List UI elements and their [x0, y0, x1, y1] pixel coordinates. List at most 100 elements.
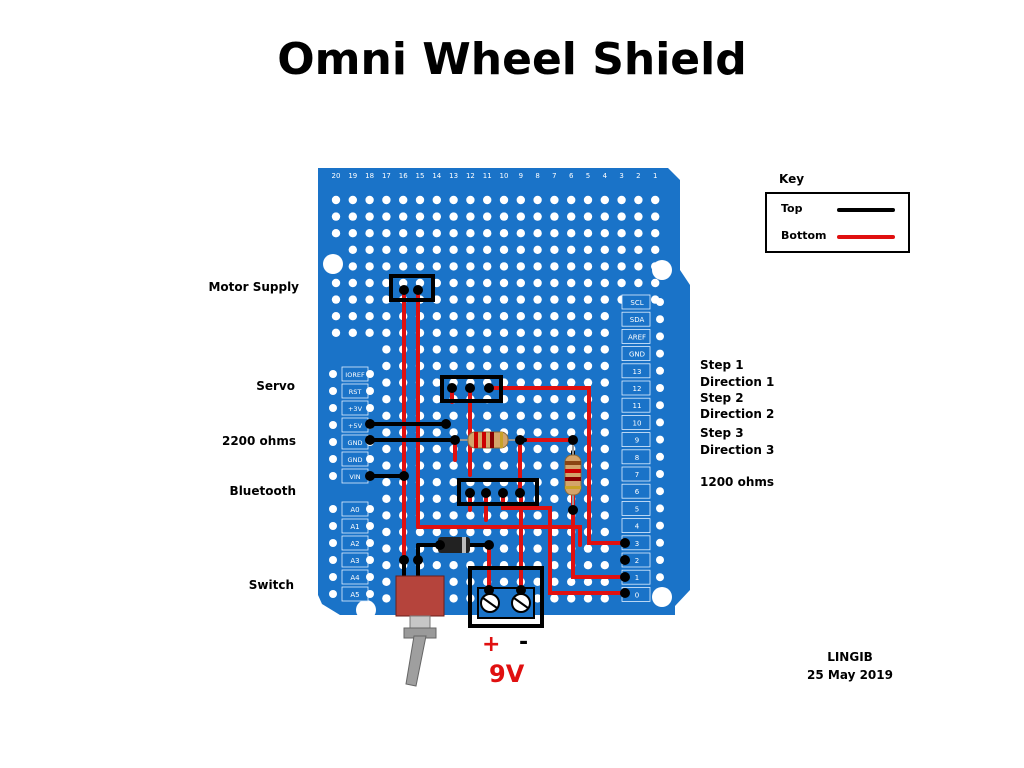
hole [348, 212, 357, 221]
hole [583, 544, 593, 553]
hole [499, 544, 509, 553]
hole [550, 577, 559, 586]
hole [567, 278, 576, 288]
hole [449, 229, 458, 238]
hole [656, 590, 664, 599]
hole [583, 594, 593, 603]
hole [516, 312, 525, 321]
hole [348, 245, 357, 254]
hole [499, 295, 509, 304]
hole [567, 328, 576, 337]
header-pin-label: 2 [635, 557, 639, 565]
hole [499, 328, 509, 337]
hole [656, 401, 664, 410]
hole [516, 195, 525, 205]
hole [656, 332, 664, 341]
header-pin-label: IOREF [345, 371, 365, 379]
hole [600, 411, 609, 420]
solder-joint [481, 488, 491, 498]
hole [656, 384, 664, 392]
hole [651, 212, 660, 221]
hole [348, 195, 357, 205]
hole [550, 278, 559, 288]
hole [583, 262, 593, 271]
hole [499, 245, 509, 254]
hole [499, 229, 509, 238]
hole [583, 361, 593, 371]
hole [533, 295, 542, 304]
hole [331, 328, 341, 337]
label-direction-2: Direction 2 [700, 407, 775, 421]
hole [432, 195, 441, 205]
hole [550, 378, 559, 387]
column-number: 4 [603, 172, 608, 180]
solder-joint [450, 435, 460, 445]
hole [516, 378, 525, 387]
hole [432, 411, 441, 420]
hole [634, 245, 643, 254]
hole [516, 212, 525, 221]
hole [348, 295, 357, 304]
hole [483, 527, 492, 537]
hole [432, 527, 441, 537]
solder-joint [516, 585, 526, 595]
hole [449, 561, 458, 570]
hole [617, 245, 626, 254]
hole [600, 345, 609, 354]
hole [583, 328, 593, 337]
hole [516, 278, 525, 288]
solder-joint [484, 383, 494, 393]
hole [382, 461, 391, 470]
hole [583, 295, 593, 304]
column-number: 1 [653, 172, 657, 180]
hole [432, 428, 441, 437]
hole [550, 511, 559, 520]
hole [329, 556, 337, 564]
solder-joint [365, 435, 375, 445]
hole [550, 411, 559, 420]
hole [365, 312, 374, 321]
hole [656, 418, 664, 427]
hole [483, 245, 492, 254]
hole [533, 428, 542, 437]
column-number: 5 [586, 172, 590, 180]
hole [583, 195, 593, 205]
header-pin-label: GND [348, 456, 363, 464]
hole [483, 461, 492, 470]
hole [466, 245, 475, 254]
hole [466, 229, 475, 238]
hole [533, 511, 542, 520]
hole [600, 278, 609, 288]
label-switch: Switch [248, 578, 294, 592]
hole [516, 361, 525, 371]
hole [583, 245, 593, 254]
hole [600, 577, 609, 586]
header-pin-label: 0 [635, 591, 639, 599]
solder-joint [484, 585, 494, 595]
hole [432, 478, 441, 487]
hole [382, 378, 391, 387]
hole [656, 315, 664, 324]
hole [516, 262, 525, 271]
hole [567, 245, 576, 254]
minus-sign: - [519, 630, 529, 655]
hole [567, 262, 576, 271]
hole [550, 594, 559, 603]
hole [432, 328, 441, 337]
hole [600, 428, 609, 437]
hole [533, 328, 542, 337]
header-pin-box [621, 363, 651, 379]
hole [600, 527, 609, 537]
hole [550, 295, 559, 304]
key-top-label: Top [781, 202, 803, 215]
hole [329, 472, 337, 480]
hole [656, 487, 664, 496]
hole [382, 494, 391, 503]
header-pin-label: GND [348, 439, 363, 447]
key-top-line [837, 208, 895, 212]
header-pin-label: 7 [635, 471, 639, 479]
hole [329, 387, 337, 395]
solder-joint [620, 538, 630, 548]
column-number: 9 [519, 172, 523, 180]
